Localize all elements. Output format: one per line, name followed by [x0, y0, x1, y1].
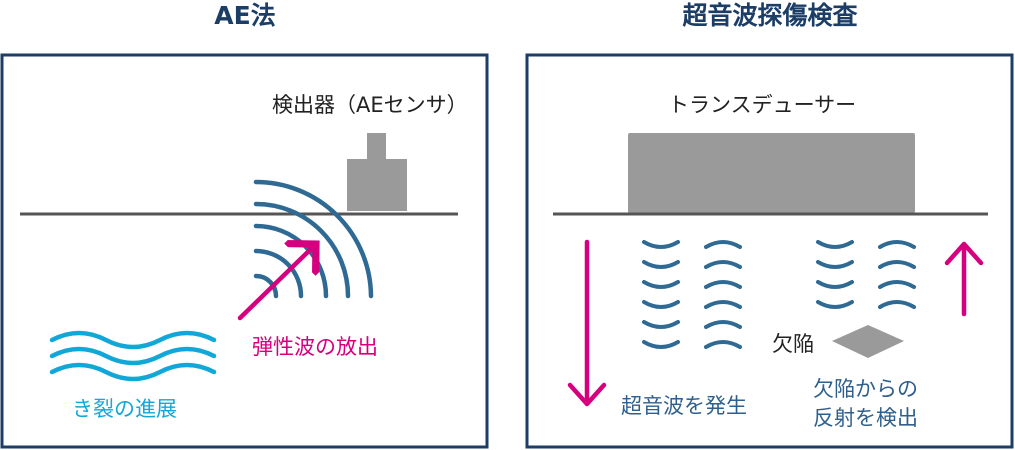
up-arrow-head [944, 241, 984, 266]
ae-panel-frame [0, 53, 489, 449]
crack-line [49, 362, 217, 382]
defect-label: 欠陥 [772, 332, 814, 356]
reflected-waves [816, 240, 916, 309]
crack-lines [49, 330, 217, 382]
wave-arc [642, 260, 680, 269]
defect-shape [832, 325, 904, 358]
wave-arc [878, 280, 916, 289]
wave-arc [816, 240, 854, 249]
emission-arrow [237, 244, 316, 321]
detect-label-line1: 欠陥からの [813, 377, 918, 401]
wave-arc [704, 320, 742, 329]
wave-arc [816, 280, 854, 289]
wave-arc [704, 260, 742, 269]
elastic-wave-arc [253, 248, 304, 299]
transducer [628, 133, 915, 213]
sensor-label: 検出器（AEセンサ） [272, 93, 468, 117]
transducer-label: トランスデューサー [668, 93, 856, 117]
elastic-wave-arc [253, 179, 374, 299]
detect-label-line2: 反射を検出 [813, 406, 918, 430]
down-arrow-head [567, 382, 607, 407]
ut-panel-frame [525, 53, 1014, 449]
wave-arc [704, 300, 742, 309]
crack-label: き裂の進展 [72, 397, 177, 421]
wave-arc [816, 260, 854, 269]
elastic-wave-arc [253, 201, 351, 299]
wave-arc [704, 340, 742, 349]
elastic-wave-arc [253, 223, 329, 299]
ae-panel-title: AE法 [214, 1, 275, 30]
wave-arc [878, 240, 916, 249]
generate-label: 超音波を発生 [621, 394, 747, 418]
emitted-waves [642, 240, 742, 349]
crack-line [49, 330, 217, 350]
wave-arc [704, 280, 742, 289]
sensor-connector [367, 133, 386, 159]
wave-arc [642, 280, 680, 289]
wave-arc [878, 260, 916, 269]
wave-arc [642, 300, 680, 309]
wave-arc [642, 320, 680, 329]
wave-arc [642, 340, 680, 349]
emission-label: 弾性波の放出 [252, 335, 378, 359]
wave-arc [878, 300, 916, 309]
wave-arc [704, 240, 742, 249]
wave-arc [816, 300, 854, 309]
wave-arc [642, 240, 680, 249]
ae-sensor [347, 159, 407, 211]
ut-panel-title: 超音波探傷検査 [682, 1, 857, 30]
crack-line [49, 346, 217, 366]
elastic-wave-arc [253, 273, 279, 299]
